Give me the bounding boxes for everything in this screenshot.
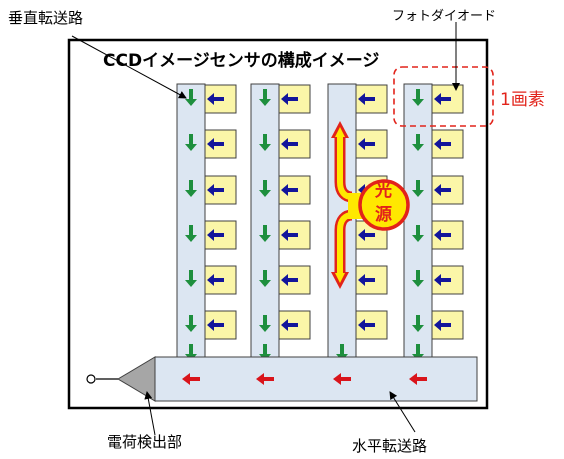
down-arrow (259, 270, 271, 287)
shift-arrow (207, 229, 224, 241)
shift-arrow (434, 138, 451, 150)
shift-arrow (358, 229, 375, 241)
shift-arrow (281, 93, 298, 105)
shift-arrow (358, 138, 375, 150)
label-vertical-transfer: 垂直転送路 (8, 9, 84, 27)
shift-arrow (207, 274, 224, 286)
shift-arrow (434, 93, 451, 105)
output-terminal (86, 374, 96, 384)
down-arrow (412, 270, 424, 287)
down-arrow (412, 89, 424, 106)
horizontal-transfer-register (154, 356, 478, 402)
register-arrow (182, 373, 200, 385)
down-arrow (412, 180, 424, 197)
register-arrow (333, 373, 351, 385)
down-arrow (259, 225, 271, 242)
photodiode-grid (204, 84, 464, 340)
leader-charge-detector (144, 391, 156, 436)
light-emission-arrows (331, 121, 364, 289)
register-arrow (409, 373, 427, 385)
down-arrow (412, 315, 424, 332)
leader-vertical-transfer (71, 35, 187, 99)
shift-arrow (434, 229, 451, 241)
shift-arrow (358, 319, 375, 331)
down-arrow (185, 180, 197, 197)
down-arrow (185, 225, 197, 242)
shift-arrow (281, 229, 298, 241)
label-photodiode: フォトダイオード (392, 9, 497, 24)
down-arrow (185, 134, 197, 151)
label-horizontal-transfer: 水平転送路 (352, 437, 428, 455)
shift-arrow (358, 274, 375, 286)
label-light-source: 光源 (375, 181, 392, 225)
shift-arrow (207, 319, 224, 331)
down-arrow (185, 89, 197, 106)
light-source (358, 179, 410, 231)
down-arrow (185, 315, 197, 332)
down-arrow (185, 270, 197, 287)
shift-arrow (281, 319, 298, 331)
down-arrow (259, 134, 271, 151)
shift-arrow (434, 319, 451, 331)
charge-detector (117, 356, 156, 402)
shift-arrow (434, 184, 451, 196)
shift-arrow (281, 138, 298, 150)
horizontal-arrows (182, 373, 427, 385)
leader-horizontal-transfer (389, 391, 416, 433)
down-arrow (259, 89, 271, 106)
vertical-transfer-column (176, 83, 206, 358)
vertical-transfer-columns (176, 83, 433, 358)
down-arrow (259, 180, 271, 197)
down-arrow (259, 315, 271, 332)
shift-arrow (281, 274, 298, 286)
shift-arrow (434, 274, 451, 286)
shift-arrow (207, 184, 224, 196)
vertical-transfer-column (250, 83, 280, 358)
register-arrow (256, 373, 274, 385)
shift-arrow (358, 93, 375, 105)
down-arrow (412, 134, 424, 151)
pixel-highlight-box (393, 66, 494, 127)
label-pixel: 1画素 (500, 90, 545, 110)
shift-arrow (281, 184, 298, 196)
shift-arrow (207, 93, 224, 105)
down-arrow (412, 225, 424, 242)
shift-arrows (207, 93, 451, 331)
shift-arrow (207, 138, 224, 150)
label-charge-detector: 電荷検出部 (107, 433, 183, 451)
diagram-title: CCDイメージセンサの構成イメージ (103, 51, 380, 71)
